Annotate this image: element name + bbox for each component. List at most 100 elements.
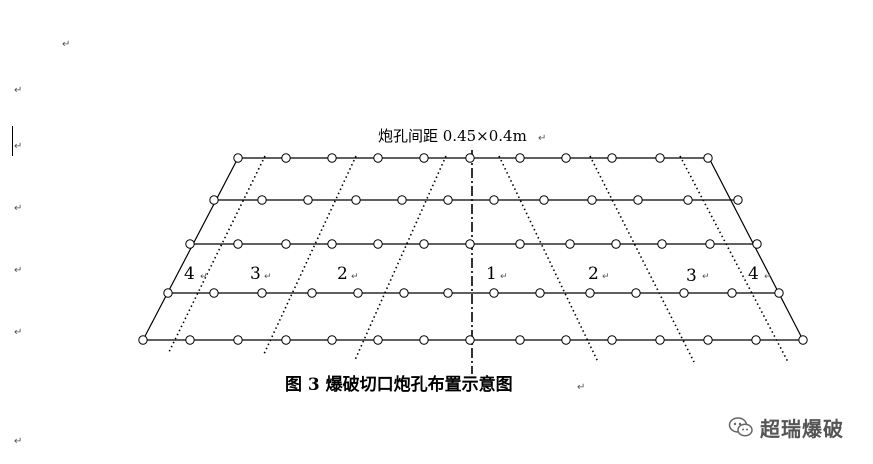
blasthole xyxy=(733,195,743,205)
blasthole xyxy=(752,239,762,249)
zone-boundary-line xyxy=(167,155,266,355)
blasthole xyxy=(539,195,549,205)
paragraph-mark: ↵ xyxy=(702,272,710,282)
zone-label: 2 xyxy=(588,264,599,284)
paragraph-mark: ↵ xyxy=(264,272,272,282)
blasthole xyxy=(397,195,407,205)
blasthole xyxy=(703,153,713,163)
blasthole xyxy=(774,288,784,298)
paragraph-mark: ↵ xyxy=(14,141,23,152)
blasthole xyxy=(443,288,453,298)
blasthole xyxy=(353,288,363,298)
blasthole xyxy=(465,239,475,249)
blasthole xyxy=(327,153,337,163)
blasthole xyxy=(257,288,267,298)
blasthole xyxy=(443,195,453,205)
blasthole xyxy=(399,288,409,298)
watermark-text: 超瑞爆破 xyxy=(760,416,844,441)
text-cursor xyxy=(12,126,13,156)
blasthole xyxy=(351,195,361,205)
paragraph-mark: ↵ xyxy=(14,85,23,96)
blasthole xyxy=(657,239,667,249)
paragraph-mark: ↵ xyxy=(14,203,23,214)
blasthole xyxy=(607,335,617,345)
blasthole xyxy=(515,239,525,249)
blasthole xyxy=(611,239,621,249)
blasthole xyxy=(561,335,571,345)
blasthole xyxy=(465,335,475,345)
blasthole xyxy=(587,195,597,205)
blasthole xyxy=(798,335,808,345)
blasthole xyxy=(465,153,475,163)
figure-caption: 图 3 爆破切口炮孔布置示意图 xyxy=(285,374,513,395)
zone-boundary-line xyxy=(589,155,695,363)
blasthole xyxy=(419,153,429,163)
zone-boundary-line xyxy=(354,155,447,361)
paragraph-mark: ↵ xyxy=(200,272,208,282)
paragraph-mark: ↵ xyxy=(577,382,585,393)
zone-label: 4 xyxy=(184,264,195,284)
blasthole xyxy=(585,288,595,298)
paragraph-mark: ↵ xyxy=(602,272,610,282)
blasthole xyxy=(233,153,243,163)
wechat-icon xyxy=(728,417,753,437)
blasthole xyxy=(419,335,429,345)
blasthole xyxy=(209,288,219,298)
paragraph-mark: ↵ xyxy=(351,272,359,282)
paragraph-mark: ↵ xyxy=(764,272,772,282)
spacing-label: 炮孔间距 0.45×0.4m xyxy=(378,127,527,145)
blasthole xyxy=(373,153,383,163)
blasthole xyxy=(683,195,693,205)
blasthole xyxy=(185,335,195,345)
paragraph-mark: ↵ xyxy=(538,133,546,144)
blasthole xyxy=(679,288,689,298)
paragraph-mark: ↵ xyxy=(14,327,23,338)
blasthole xyxy=(281,239,291,249)
zone-boundary-line xyxy=(263,155,357,355)
blasthole xyxy=(257,195,267,205)
blasthole xyxy=(419,239,429,249)
blasthole-group xyxy=(138,153,808,345)
blasthole xyxy=(655,335,665,345)
blasthole xyxy=(327,239,337,249)
blasthole xyxy=(373,239,383,249)
zone-label: 3 xyxy=(250,264,261,284)
blasthole xyxy=(705,239,715,249)
blasthole xyxy=(703,335,713,345)
blasthole xyxy=(281,153,291,163)
blasthole xyxy=(515,153,525,163)
blasthole xyxy=(307,288,317,298)
paragraph-mark: ↵ xyxy=(62,39,71,50)
cut-outline xyxy=(142,157,804,341)
blasthole xyxy=(138,335,148,345)
zone-boundary-line xyxy=(679,155,789,363)
blasthole xyxy=(655,153,665,163)
blasthole xyxy=(209,195,219,205)
blasthole xyxy=(633,195,643,205)
blasthole xyxy=(751,335,761,345)
blasthole xyxy=(489,288,499,298)
watermark: 超瑞爆破 xyxy=(728,410,844,444)
blasthole xyxy=(281,335,291,345)
blasthole xyxy=(373,335,383,345)
blasthole xyxy=(727,288,737,298)
blasthole xyxy=(631,288,641,298)
zone-label: 2 xyxy=(337,264,348,284)
blasthole xyxy=(233,335,243,345)
blasthole xyxy=(233,239,243,249)
blasthole xyxy=(185,239,195,249)
blasthole xyxy=(303,195,313,205)
zone-label: 4 xyxy=(748,264,759,284)
zone-label: 1 xyxy=(486,264,497,284)
blasthole xyxy=(515,335,525,345)
blasthole xyxy=(565,239,575,249)
blasthole xyxy=(489,195,499,205)
zone-label: 3 xyxy=(686,266,697,286)
zone-boundary-line xyxy=(498,155,599,363)
paragraph-mark: ↵ xyxy=(14,265,23,276)
blasthole xyxy=(607,153,617,163)
blasthole xyxy=(163,288,173,298)
blasthole xyxy=(561,153,571,163)
blasthole xyxy=(535,288,545,298)
